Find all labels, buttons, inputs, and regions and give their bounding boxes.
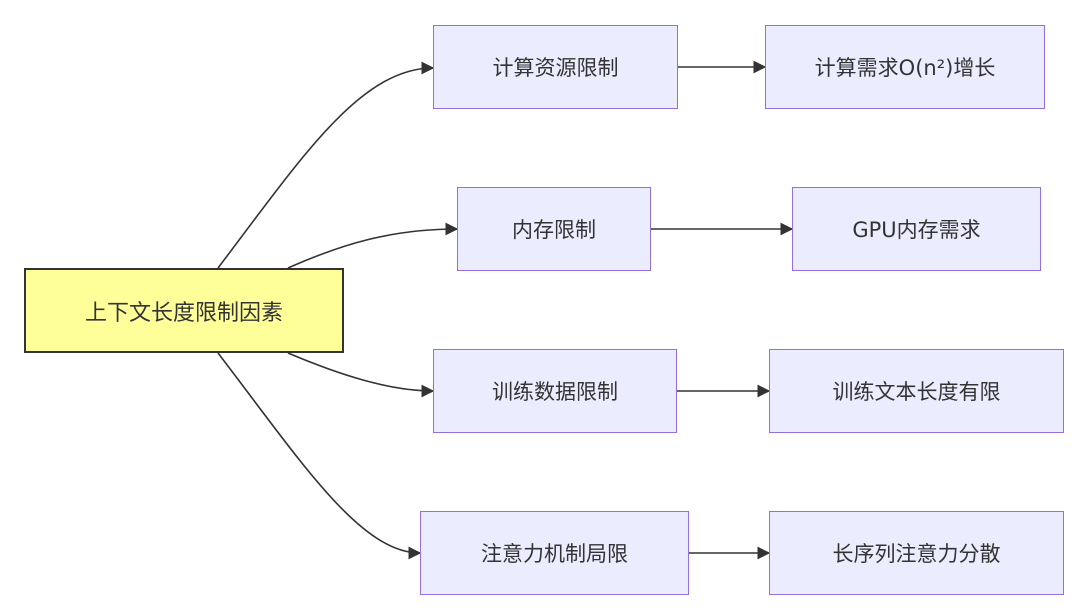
- node-attention-dispersion[interactable]: 长序列注意力分散: [769, 511, 1064, 595]
- node-compute-growth-label: 计算需求O(n²)增长: [814, 56, 996, 80]
- node-memory-limit[interactable]: 内存限制: [457, 187, 651, 271]
- edge-root-to-attention: [217, 352, 422, 560]
- node-gpu-memory-label: GPU内存需求: [852, 218, 981, 242]
- node-training-data-limit[interactable]: 训练数据限制: [433, 349, 677, 433]
- node-compute-limit[interactable]: 计算资源限制: [433, 25, 678, 109]
- node-compute-growth[interactable]: 计算需求O(n²)增长: [765, 25, 1045, 109]
- node-training-text-length[interactable]: 训练文本长度有限: [769, 349, 1064, 433]
- edge-root-to-memory: [287, 222, 459, 269]
- edge-root-to-compute: [217, 61, 435, 269]
- node-training-data-limit-label: 训练数据限制: [492, 380, 618, 404]
- node-attention-dispersion-label: 长序列注意力分散: [832, 542, 1001, 566]
- node-compute-limit-label: 计算资源限制: [492, 56, 619, 80]
- node-training-text-length-label: 训练文本长度有限: [832, 380, 1001, 404]
- node-attention-limit-label: 注意力机制局限: [481, 542, 628, 566]
- edge-root-to-training-data: [287, 352, 435, 398]
- node-memory-limit-label: 内存限制: [512, 218, 596, 242]
- root-node[interactable]: 上下文长度限制因素: [24, 268, 344, 353]
- node-gpu-memory[interactable]: GPU内存需求: [792, 187, 1041, 271]
- node-attention-limit[interactable]: 注意力机制局限: [420, 511, 689, 595]
- root-node-label: 上下文长度限制因素: [84, 300, 283, 326]
